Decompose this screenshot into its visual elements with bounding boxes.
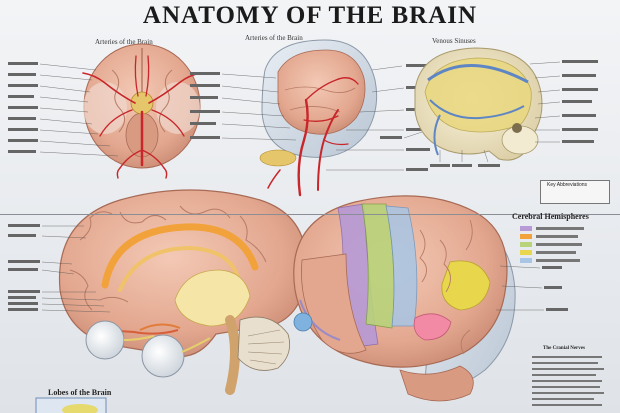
abbreviations-title: Key Abbreviations [547,182,588,188]
sagittal-brain-view [8,189,307,395]
cranial-nerves-list [532,356,604,406]
abbreviations-box [540,180,610,204]
panel-label-venous-sinuses: Venous Sinuses [432,37,476,45]
cranial-nerves-title: The Cranial Nerves [543,346,585,351]
arteries-side-view [190,39,432,197]
venous-sinuses-view [380,47,598,167]
lobes-title: Lobes of the Brain [48,388,112,397]
panel-label-arteries-side: Arteries of the Brain [245,34,303,42]
arteries-base-view [8,43,202,179]
panel-label-arteries-base: Arteries of the Brain [95,38,153,46]
cerebral-hemispheres-title: Cerebral Hemispheres [512,212,589,221]
poster-title: ANATOMY OF THE BRAIN [142,2,478,29]
section-divider [0,214,620,215]
hemisphere-legend [520,226,584,263]
lateral-brain-view [293,195,568,402]
